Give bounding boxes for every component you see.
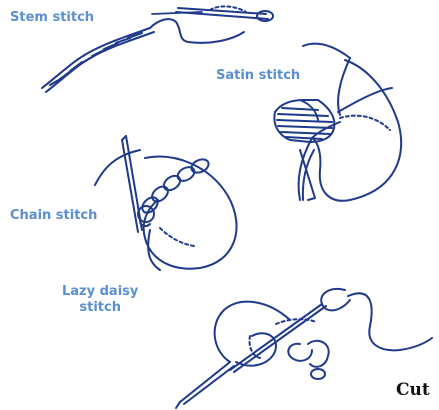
cut-text: Cut: [396, 380, 439, 400]
chain-stitch-illustration: [95, 136, 237, 270]
lazy-daisy-illustration: [176, 289, 432, 408]
chain-stitch-label: Chain stitch: [10, 208, 97, 224]
satin-stitch-label: Satin stitch: [216, 68, 300, 84]
stem-stitch-label: Stem stitch: [10, 10, 94, 26]
lazy-daisy-stitch-label: Lazy daisy stitch: [62, 284, 138, 316]
